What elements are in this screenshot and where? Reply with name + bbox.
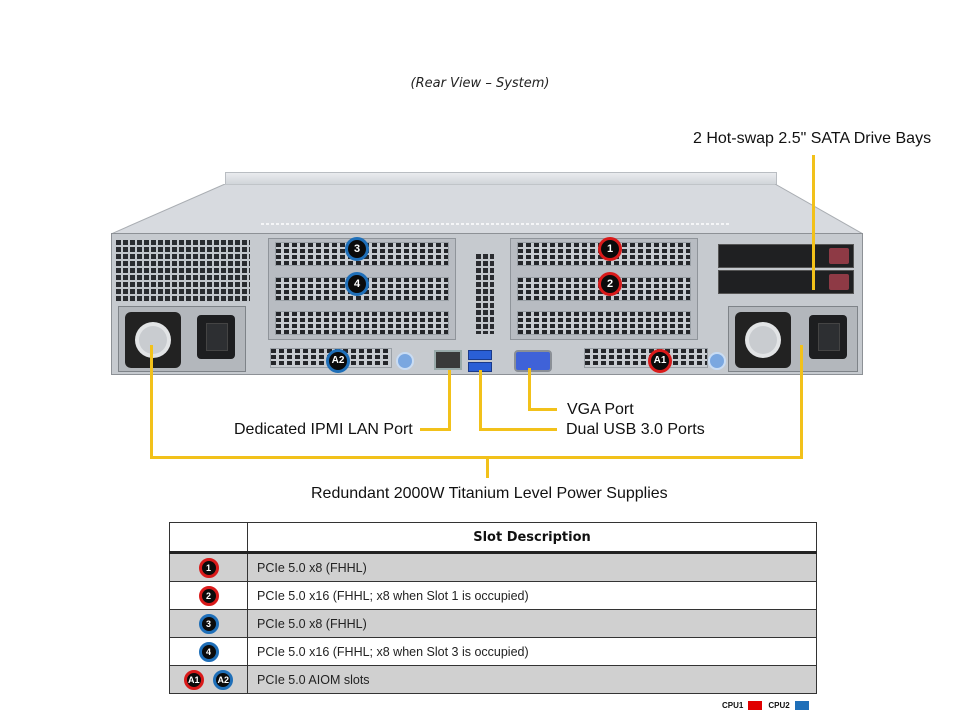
aiom-badge-a1: A1 [648,349,672,373]
view-caption: (Rear View – System) [410,76,550,91]
power-supply-right[interactable] [728,306,858,372]
psu-fan-icon [735,312,791,368]
chassis-rear-panel [111,233,863,375]
leader-psu-right [800,345,803,459]
leader-drive-bays [812,155,815,290]
psu-fan-icon [125,312,181,368]
thumbscrew-icon[interactable] [708,352,726,370]
leader-ipmi-h [420,428,451,431]
row-badge-cell: 3 [169,609,248,638]
row-description: PCIe 5.0 x8 (FHHL) [247,609,817,638]
legend-cpu1-label: CPU1 [722,701,744,710]
row-badge-cell: 4 [169,637,248,666]
slot-badge: 1 [198,557,219,578]
power-inlet-icon [809,315,847,359]
slot-description-table: Slot Description 1 PCIe 5.0 x8 (FHHL) 2 … [169,522,817,694]
power-inlet-icon [197,315,235,359]
drive-bay-2[interactable] [718,270,854,294]
drive-bay-1[interactable] [718,244,854,268]
aiom-badge: A2 [213,669,234,690]
power-supply-left[interactable] [118,306,246,372]
slot-badge-2: 2 [598,272,622,296]
pcie-slot-blank [517,311,691,335]
row-description: PCIe 5.0 AIOM slots [247,665,817,694]
callout-usb: Dual USB 3.0 Ports [566,421,705,438]
row-badge-cell: A1 A2 [169,665,248,694]
leader-vga [528,368,531,411]
drive-latch-icon[interactable] [829,248,849,264]
leader-ipmi [448,370,451,431]
slot-badge: 3 [198,613,219,634]
table-row: 3 PCIe 5.0 x8 (FHHL) [169,609,817,638]
aiom-badge: A1 [183,669,204,690]
callout-drive-bays: 2 Hot-swap 2.5" SATA Drive Bays [693,130,932,147]
row-description: PCIe 5.0 x16 (FHHL; x8 when Slot 3 is oc… [247,637,817,666]
vent-grille-center [476,254,494,334]
ipmi-lan-port[interactable] [434,350,462,370]
leader-psu-h [150,456,803,459]
leader-usb [479,370,482,431]
slot-badge-1: 1 [598,237,622,261]
usb-port-1[interactable] [468,350,492,360]
pcie-slot-blank [275,311,449,335]
vga-port[interactable] [514,350,552,372]
leader-usb-h [479,428,557,431]
leader-psu-left [150,345,153,459]
table-row: 2 PCIe 5.0 x16 (FHHL; x8 when Slot 1 is … [169,581,817,610]
slot-badge: 2 [198,585,219,606]
cpu-legend: CPU1 CPU2 [722,701,815,711]
slot-badge-4: 4 [345,272,369,296]
callout-ipmi: Dedicated IPMI LAN Port [234,421,413,438]
row-badge-cell: 1 [169,552,248,582]
table-row: A1 A2 PCIe 5.0 AIOM slots [169,665,817,694]
legend-cpu2-swatch [794,701,809,711]
table-header-row: Slot Description [169,522,817,554]
table-header-icon-cell [169,522,248,554]
drive-latch-icon[interactable] [829,274,849,290]
table-row: 1 PCIe 5.0 x8 (FHHL) [169,552,817,582]
row-badge-cell: 2 [169,581,248,610]
callout-psu: Redundant 2000W Titanium Level Power Sup… [311,485,668,502]
legend-cpu1-swatch [748,701,763,711]
slot-badge: 4 [198,641,219,662]
row-description: PCIe 5.0 x16 (FHHL; x8 when Slot 1 is oc… [247,581,817,610]
aiom-badge-a2: A2 [326,349,350,373]
vent-grille-left [116,240,250,302]
aiom-slot-1[interactable] [584,348,708,368]
slot-badge-3: 3 [345,237,369,261]
row-description: PCIe 5.0 x8 (FHHL) [247,552,817,582]
leader-vga-h [528,408,557,411]
leader-psu-drop [486,456,489,478]
callout-vga: VGA Port [567,401,634,418]
legend-cpu2-label: CPU2 [768,701,790,710]
table-row: 4 PCIe 5.0 x16 (FHHL; x8 when Slot 3 is … [169,637,817,666]
thumbscrew-icon[interactable] [396,352,414,370]
table-header-description: Slot Description [247,522,817,554]
chassis-lid [111,184,863,234]
